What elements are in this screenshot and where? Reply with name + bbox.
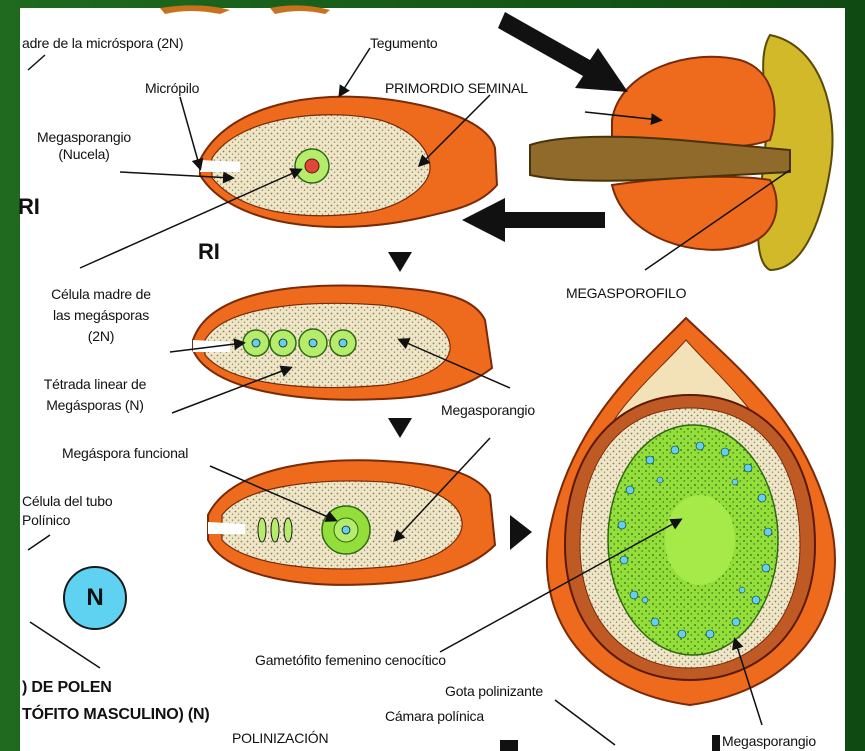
- label-ri-mid: RI: [198, 243, 220, 260]
- label-gota-polinizante: Gota polinizante: [445, 683, 543, 700]
- label-primordio-seminal: PRIMORDIO SEMINAL: [385, 80, 528, 97]
- label-tetrada-line2: Megásporas (N): [20, 397, 170, 414]
- label-tetrada: Tétrada linear de Megásporas (N): [20, 376, 170, 414]
- label-microspora-parent: adre de la micróspora (2N): [22, 35, 183, 52]
- top-remnants: [160, 5, 330, 14]
- label-tetrada-line1: Tétrada linear de: [20, 376, 170, 393]
- label-de-polen: ) DE POLEN: [22, 679, 112, 696]
- label-megasporangio-nucela: Megasporangio (Nucela): [24, 129, 144, 163]
- label-celula-madre-line1: Célula madre de: [26, 286, 176, 303]
- ovule-2: [193, 286, 492, 400]
- label-nucela-line2: (Nucela): [24, 146, 144, 163]
- arrow-down-1: [388, 252, 412, 272]
- label-gametofito: Gametófito femenino cenocítico: [255, 652, 446, 669]
- label-megasporofilo: MEGASPOROFILO: [566, 285, 686, 302]
- label-camara-polinica: Cámara polínica: [385, 708, 484, 725]
- label-celula-madre: Célula madre de las megásporas (2N): [26, 286, 176, 345]
- label-celula-tubo-line1: Célula del tubo: [22, 493, 112, 510]
- arrow-right: [510, 515, 532, 550]
- label-megasporangio-line1: Megasporangio: [24, 129, 144, 146]
- degenerating-megaspores: [258, 518, 292, 542]
- label-polinizacion: POLINIZACIÓN: [232, 730, 328, 747]
- label-celula-tubo-line2: Polínico: [22, 512, 112, 529]
- arrow-left: [462, 198, 605, 242]
- label-ri-left: RI: [18, 198, 40, 215]
- label-megaspora-funcional: Megáspora funcional: [62, 445, 188, 462]
- label-celula-madre-line3: (2N): [26, 328, 176, 345]
- label-tegumento: Tegumento: [370, 35, 437, 52]
- arrow-down-2: [388, 418, 412, 438]
- label-tofito-masculino: TÓFITO MASCULINO) (N): [22, 706, 209, 723]
- ovule-1: [200, 97, 497, 227]
- large-ovule: [547, 318, 835, 705]
- label-celula-madre-line2: las megásporas: [26, 307, 176, 324]
- label-megasporangio-bottom: Megasporangio: [722, 733, 816, 750]
- haploid-n-badge: N: [63, 566, 127, 630]
- label-celula-tubo: Célula del tubo Polínico: [22, 493, 112, 529]
- label-micropilo: Micrópilo: [145, 80, 199, 97]
- label-megasporangio-mid: Megasporangio: [441, 402, 535, 419]
